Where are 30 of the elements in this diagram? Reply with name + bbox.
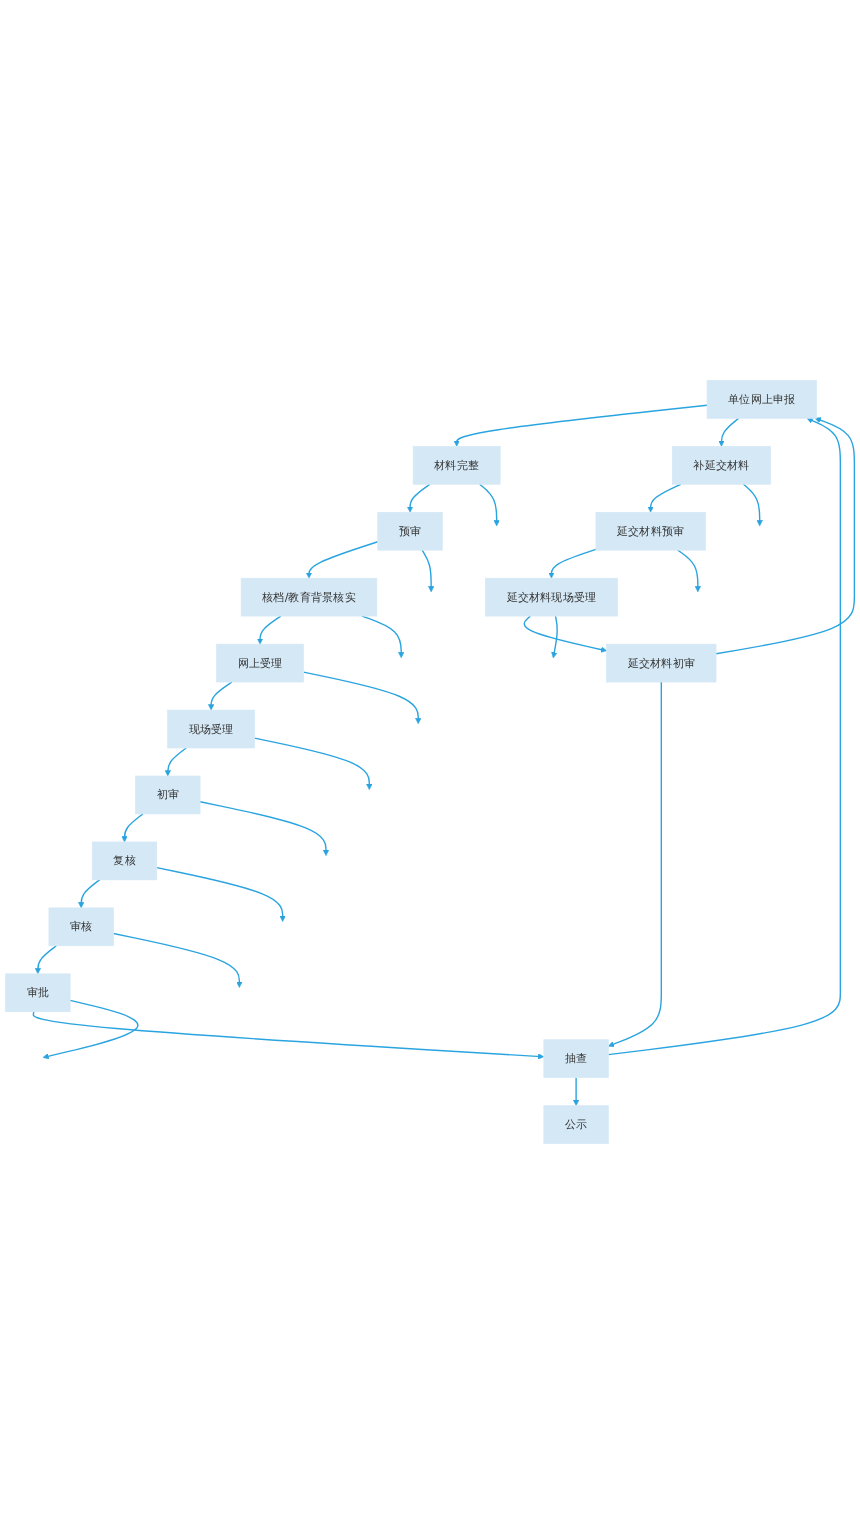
arrow xyxy=(32,1011,545,1060)
arrow xyxy=(453,404,708,447)
arrow xyxy=(112,932,243,988)
arrow xyxy=(208,681,233,711)
arrow xyxy=(34,945,57,975)
arrow xyxy=(156,866,286,922)
arrow xyxy=(608,681,663,1048)
arrow xyxy=(253,737,373,790)
arrow xyxy=(421,549,435,593)
arrow xyxy=(523,615,607,653)
arrow xyxy=(78,879,101,909)
arrow xyxy=(607,417,842,1056)
arrow xyxy=(164,747,187,777)
arrow xyxy=(718,417,740,447)
arrow xyxy=(42,999,139,1060)
arrow xyxy=(406,483,431,513)
arrow xyxy=(742,483,763,527)
arrow xyxy=(256,615,282,645)
arrow xyxy=(478,483,500,527)
arrow xyxy=(551,615,558,659)
arrow xyxy=(361,615,405,659)
arrow xyxy=(121,813,144,843)
arrow xyxy=(573,1076,580,1106)
arrow xyxy=(305,541,379,579)
arrow xyxy=(715,417,856,655)
arrow xyxy=(677,549,701,593)
arrow xyxy=(302,671,422,725)
arrow xyxy=(548,548,597,579)
arrow xyxy=(199,801,330,856)
arrow xyxy=(647,483,682,513)
